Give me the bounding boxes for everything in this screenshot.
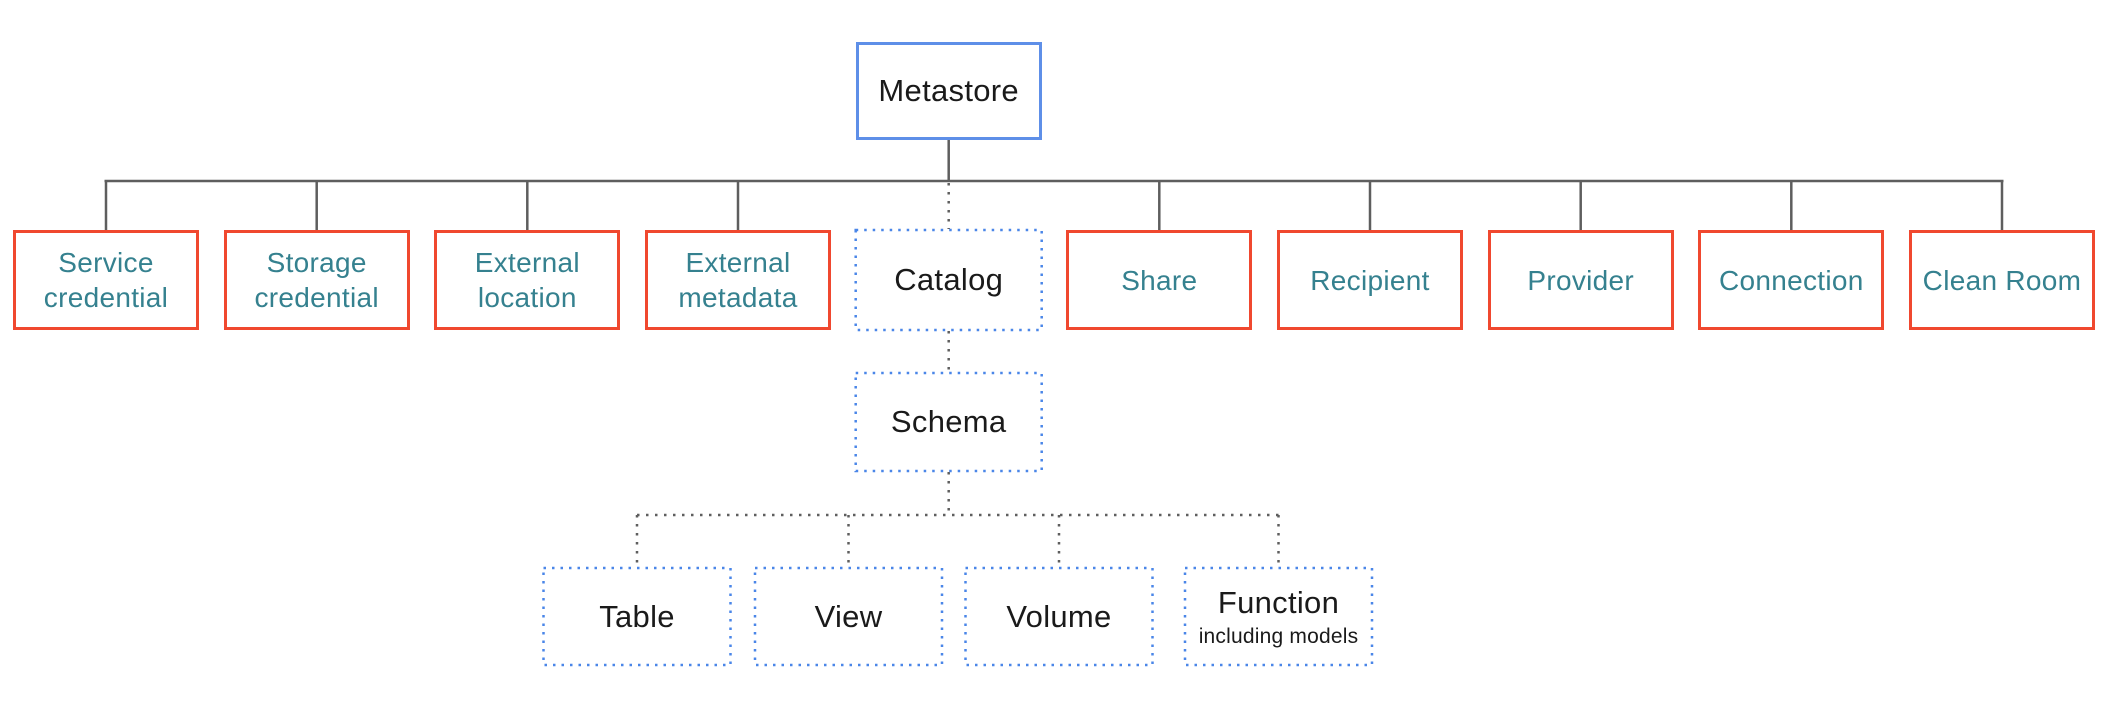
node-connection-label: Connection	[1718, 264, 1864, 296]
node-catalog: Catalog	[856, 230, 1042, 330]
node-service-credential-label: Service credential	[43, 247, 169, 313]
node-external-location-label: External location	[474, 247, 580, 313]
node-view: View	[755, 568, 942, 665]
node-metastore-label: Metastore	[878, 73, 1019, 109]
node-schema-label: Schema	[890, 404, 1007, 440]
node-external-metadata-label: External metadata	[678, 247, 798, 313]
node-external-location: External location	[434, 230, 621, 330]
node-connection: Connection	[1698, 230, 1885, 330]
node-provider-label: Provider	[1527, 264, 1635, 296]
dotted-box-outlines	[542, 228, 1374, 667]
node-function-sublabel: including models	[1198, 624, 1359, 648]
node-table: Table	[544, 568, 731, 665]
node-schema: Schema	[856, 373, 1042, 471]
node-catalog-label: Catalog	[894, 262, 1004, 298]
node-share-label: Share	[1121, 264, 1198, 296]
node-clean-room-label: Clean Room	[1922, 264, 2082, 296]
node-metastore: Metastore	[855, 42, 1042, 140]
dotted-connectors	[635, 183, 1280, 567]
node-share: Share	[1066, 230, 1253, 330]
node-provider: Provider	[1487, 230, 1674, 330]
node-recipient-label: Recipient	[1310, 264, 1430, 296]
node-view-label: View	[814, 598, 883, 634]
node-storage-credential-label: Storage credential	[254, 247, 379, 313]
node-volume-label: Volume	[1006, 598, 1112, 634]
node-storage-credential: Storage credential	[223, 230, 410, 330]
node-table-label: Table	[599, 598, 675, 634]
node-function-label: Function	[1217, 585, 1340, 621]
node-function: Function including models	[1185, 568, 1372, 665]
node-external-metadata: External metadata	[645, 230, 831, 330]
solid-connectors	[104, 140, 2004, 230]
node-service-credential: Service credential	[13, 230, 199, 330]
node-clean-room: Clean Room	[1909, 230, 2095, 330]
node-volume: Volume	[966, 568, 1153, 665]
node-recipient: Recipient	[1277, 230, 1463, 330]
